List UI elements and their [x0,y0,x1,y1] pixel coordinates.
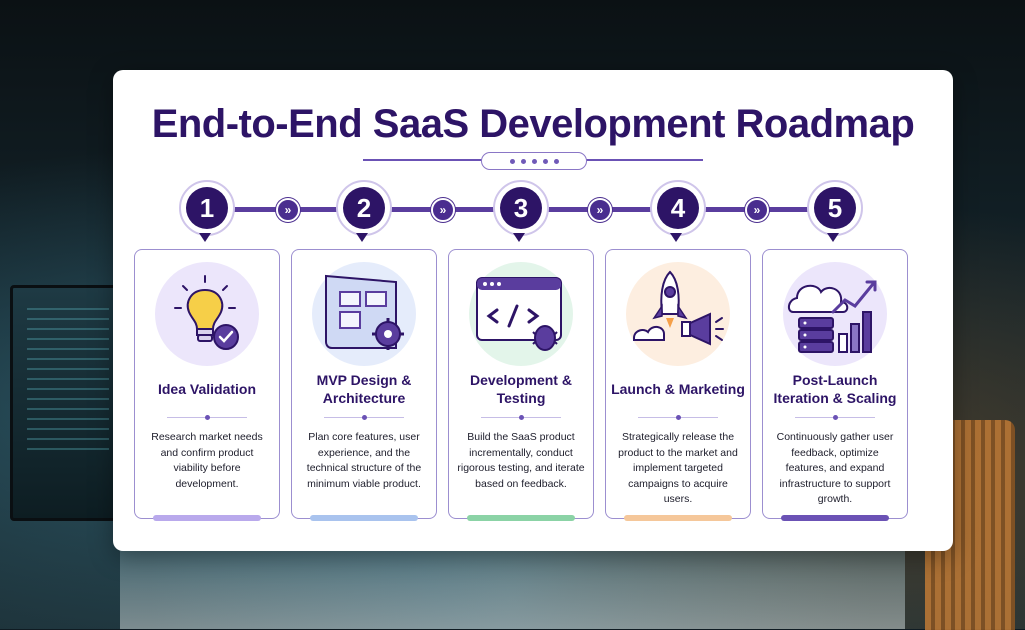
chevron-right-icon: » [588,198,612,222]
card-accent-bar [781,515,889,521]
cloud-server-growth-icon [787,280,877,353]
step-title: Development & Testing [470,372,572,406]
step-description: Research market needs and confirm produc… [151,431,263,490]
chevron-right-icon: » [745,198,769,222]
lightbulb-check-icon [174,275,239,350]
divider [167,415,247,420]
step-badge-4: 4 [650,180,706,236]
step-card-2: MVP Design & Architecture Plan core feat… [291,249,437,521]
background-monitor [10,285,126,521]
step-card-5: Post-Launch Iteration & Scaling Continuo… [762,249,908,521]
step-card-1: Idea Validation Research market needs an… [134,249,280,521]
blueprint-gear-icon [325,274,404,350]
card-accent-bar [624,515,732,521]
step-title: Launch & Marketing [611,381,745,397]
step-card-3: Development & Testing Build the SaaS pro… [448,249,594,521]
code-window-bug-icon [476,277,562,351]
card-accent-bar [153,515,261,521]
badge-pointer [199,233,211,242]
step-description: Build the SaaS product incrementally, co… [457,431,585,490]
badge-pointer [827,233,839,242]
badge-pointer [670,233,682,242]
roadmap-panel: End-to-End SaaS Development Roadmap » » … [113,70,953,551]
step-badge-5: 5 [807,180,863,236]
step-title: MVP Design & Architecture [316,372,412,406]
divider [481,415,561,420]
step-description: Plan core features, user experience, and… [306,431,422,490]
step-title: Idea Validation [157,381,257,397]
badge-pointer [513,233,525,242]
badge-pointer [356,233,368,242]
step-badge-3: 3 [493,180,549,236]
chevron-right-icon: » [431,198,455,222]
card-accent-bar [467,515,575,521]
title-dots-ornament [481,152,587,170]
step-badge-1: 1 [179,180,235,236]
step-description: Continuously gather user feedback, optim… [776,431,894,505]
page-title: End-to-End SaaS Development Roadmap [151,102,915,146]
chevron-right-icon: » [276,198,300,222]
divider [324,415,404,420]
divider [795,415,875,420]
rocket-megaphone-icon [633,270,724,346]
step-description: Strategically release the product to the… [618,431,738,505]
step-title: Post-Launch Iteration & Scaling [773,372,897,406]
step-card-4: Launch & Marketing Strategically release… [605,249,751,521]
step-badge-2: 2 [336,180,392,236]
divider [638,415,718,420]
card-accent-bar [310,515,418,521]
background-desk [120,549,905,629]
